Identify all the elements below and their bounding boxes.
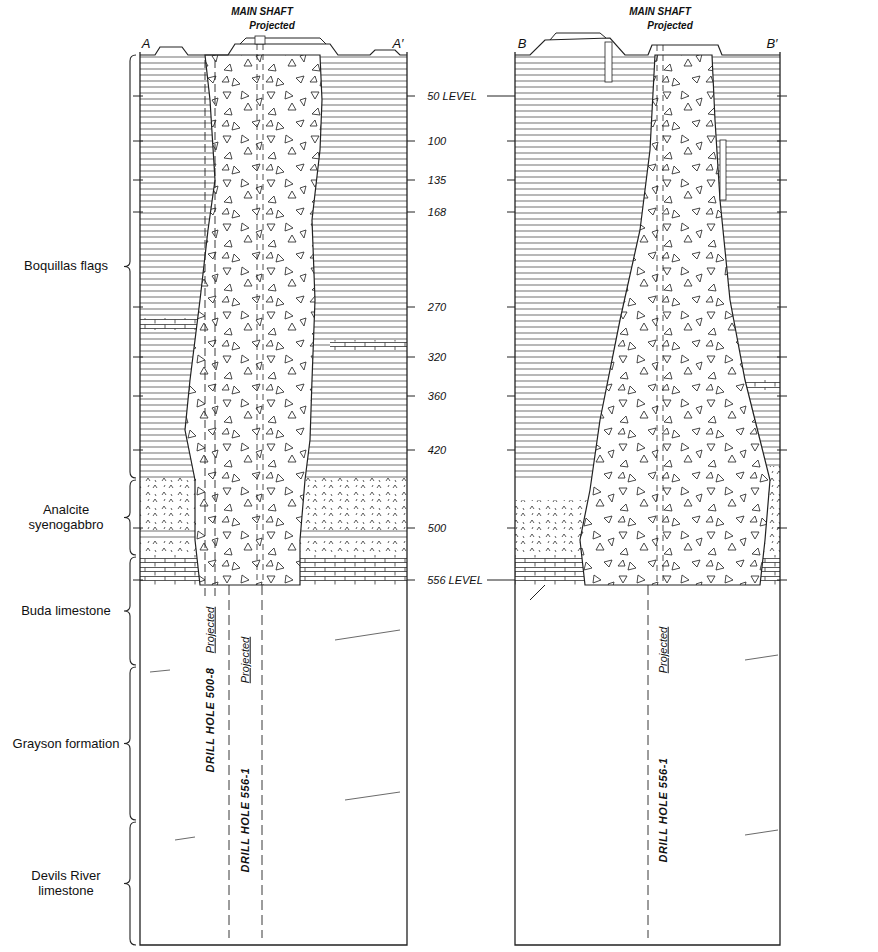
formation-brace: [124, 667, 136, 820]
formation-name: Devils River limestone: [9, 869, 123, 899]
projected-note: Projected: [247, 20, 297, 32]
formation-name: Grayson formation: [9, 737, 123, 752]
section-a: [140, 36, 407, 945]
section-end: B′: [764, 37, 779, 52]
formation-name: Analcite syenogabbro: [9, 503, 123, 533]
level-label: 556 LEVEL: [425, 574, 485, 587]
level-label: 270: [426, 301, 448, 314]
projected-note: Projected: [645, 20, 695, 32]
level-label: 320: [426, 351, 448, 364]
projected-note: Projected: [239, 635, 252, 685]
formation-brace: [124, 55, 136, 945]
section-end: A′: [390, 37, 405, 52]
formation-brace: [124, 55, 136, 478]
projected-note: Projected: [657, 625, 670, 675]
formation-brace: [124, 557, 136, 665]
shaft-label: MAIN SHAFT: [229, 6, 295, 18]
level-label: 50 LEVEL: [425, 90, 479, 103]
level-label: 100: [426, 135, 448, 148]
formation-brace: [124, 822, 136, 945]
level-label: 500: [426, 522, 448, 535]
formation-name: Boquillas flags: [9, 259, 123, 274]
formation-name: Buda limestone: [9, 604, 123, 619]
section-b: [515, 33, 780, 945]
level-ticks: [133, 96, 787, 580]
shaft-label: MAIN SHAFT: [627, 6, 693, 18]
section-end: B: [516, 37, 529, 52]
drill-hole-label: DRILL HOLE 500-8: [204, 666, 217, 775]
level-label: 135: [426, 174, 448, 187]
formation-brace: [124, 480, 136, 555]
level-label: 360: [426, 390, 448, 403]
level-label: 168: [426, 206, 448, 219]
drill-hole-label: DRILL HOLE 556-1: [657, 756, 670, 865]
projected-note: Projected: [204, 605, 217, 655]
level-label: 420: [426, 444, 448, 457]
drill-hole-label: DRILL HOLE 556-1: [239, 766, 252, 875]
section-end: A: [140, 37, 153, 52]
